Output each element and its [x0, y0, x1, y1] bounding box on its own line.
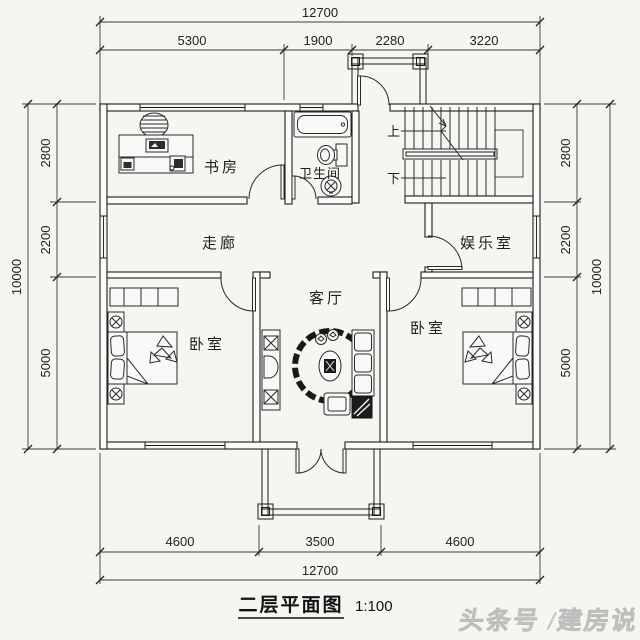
study-door	[248, 164, 285, 200]
top-porch	[347, 53, 429, 105]
side-table	[323, 392, 351, 416]
stair-down-label: 下	[387, 171, 400, 186]
tv	[263, 355, 279, 379]
label-bedroom-left: 卧室	[189, 336, 225, 353]
balcony	[257, 448, 385, 520]
label-bathroom: 卫生间	[299, 166, 341, 181]
label-corridor: 走廊	[202, 235, 238, 252]
bedspread-flowers	[464, 335, 493, 364]
bedroom-left-window	[144, 441, 226, 450]
dimension-lines	[22, 16, 616, 585]
stair-break-line	[429, 105, 464, 161]
wardrobe-right	[461, 287, 532, 307]
bedroom-right-door	[386, 277, 422, 312]
dim-bottom-total: 12700	[302, 563, 338, 578]
wardrobe-left	[109, 287, 179, 307]
bedroom-left-furniture	[107, 287, 179, 405]
dim-right-seg-2: 2200	[558, 226, 573, 255]
nightstand	[515, 383, 533, 405]
study-furniture	[118, 112, 194, 174]
dim-bottom-seg-1: 4600	[166, 534, 195, 549]
porch-post	[412, 53, 429, 70]
dim-bottom-seg-2: 3500	[306, 534, 335, 549]
stair-arrow	[438, 118, 447, 127]
staircase: 上 下	[387, 105, 524, 196]
dim-top-seg-2: 1900	[304, 33, 333, 48]
desk-chair	[139, 112, 169, 138]
bed-left	[107, 331, 178, 385]
washbasin	[320, 175, 342, 197]
label-bedroom-right: 卧室	[410, 320, 446, 337]
coffee-table	[318, 350, 342, 382]
drawing-title: 二层平面图	[238, 594, 343, 616]
bed-right	[462, 331, 533, 385]
stair-well	[494, 129, 524, 178]
nightstand	[107, 311, 125, 333]
dim-left-total: 10000	[9, 259, 24, 295]
toilet	[317, 143, 348, 167]
bathtub	[293, 111, 352, 138]
dim-top-total: 12700	[302, 5, 338, 20]
bathroom-door	[291, 175, 317, 200]
dim-right-seg-3: 5000	[558, 349, 573, 378]
balcony-post	[368, 503, 385, 520]
bathroom-window	[299, 103, 324, 112]
dim-left-seg-3: 5000	[38, 349, 53, 378]
bedspread-flowers	[149, 335, 178, 364]
room-labels: 书房 卫生间 走廊 娱乐室 客厅 卧室 卧室	[189, 159, 514, 353]
nightstand	[515, 311, 533, 333]
bedroom-left-door	[220, 277, 256, 312]
bedroom-right-furniture	[461, 287, 533, 405]
entertainment-window	[532, 215, 541, 259]
dim-bottom-seg-3: 4600	[446, 534, 475, 549]
dim-right-seg-1: 2800	[558, 139, 573, 168]
dim-top-seg-1: 5300	[178, 33, 207, 48]
dimension-labels: 12700 5300 1900 2280 3220 10000 2800 220…	[9, 5, 604, 578]
label-living: 客厅	[309, 290, 345, 307]
windows	[99, 103, 541, 450]
printer	[169, 155, 186, 172]
label-entertainment: 娱乐室	[460, 235, 514, 252]
watermark-text: 头条号 /建房说	[457, 606, 640, 635]
stair-up-label: 上	[387, 124, 400, 139]
plants	[315, 329, 339, 345]
stair-handrail	[402, 148, 498, 160]
nightstand	[107, 383, 125, 405]
balcony-double-door	[295, 448, 347, 474]
bathroom-fixtures	[293, 111, 352, 197]
blanket-fold	[491, 357, 514, 385]
entertainment-door	[427, 235, 463, 271]
dim-left-seg-2: 2200	[38, 226, 53, 255]
bedroom-right-window	[412, 441, 493, 450]
porch-door	[357, 75, 390, 106]
porch-post	[347, 53, 364, 70]
living-room-furniture	[261, 328, 375, 419]
blanket-fold	[126, 357, 149, 385]
dim-right-total: 10000	[589, 259, 604, 295]
drawing-scale: 1:100	[355, 598, 393, 615]
watermark: 头条号 /建房说	[457, 606, 640, 635]
dim-top-seg-3: 2280	[376, 33, 405, 48]
dim-top-seg-4: 3220	[470, 33, 499, 48]
doors	[220, 75, 463, 474]
study-window	[139, 103, 246, 112]
balcony-post	[257, 503, 274, 520]
title-block: 二层平面图 1:100	[238, 594, 393, 619]
tv-cabinet	[261, 329, 281, 411]
label-study: 书房	[204, 159, 240, 176]
desk-drawer	[120, 157, 135, 171]
media-box	[351, 395, 373, 419]
corridor-window	[99, 215, 108, 259]
dim-left-seg-1: 2800	[38, 139, 53, 168]
sofa-right	[351, 329, 375, 397]
